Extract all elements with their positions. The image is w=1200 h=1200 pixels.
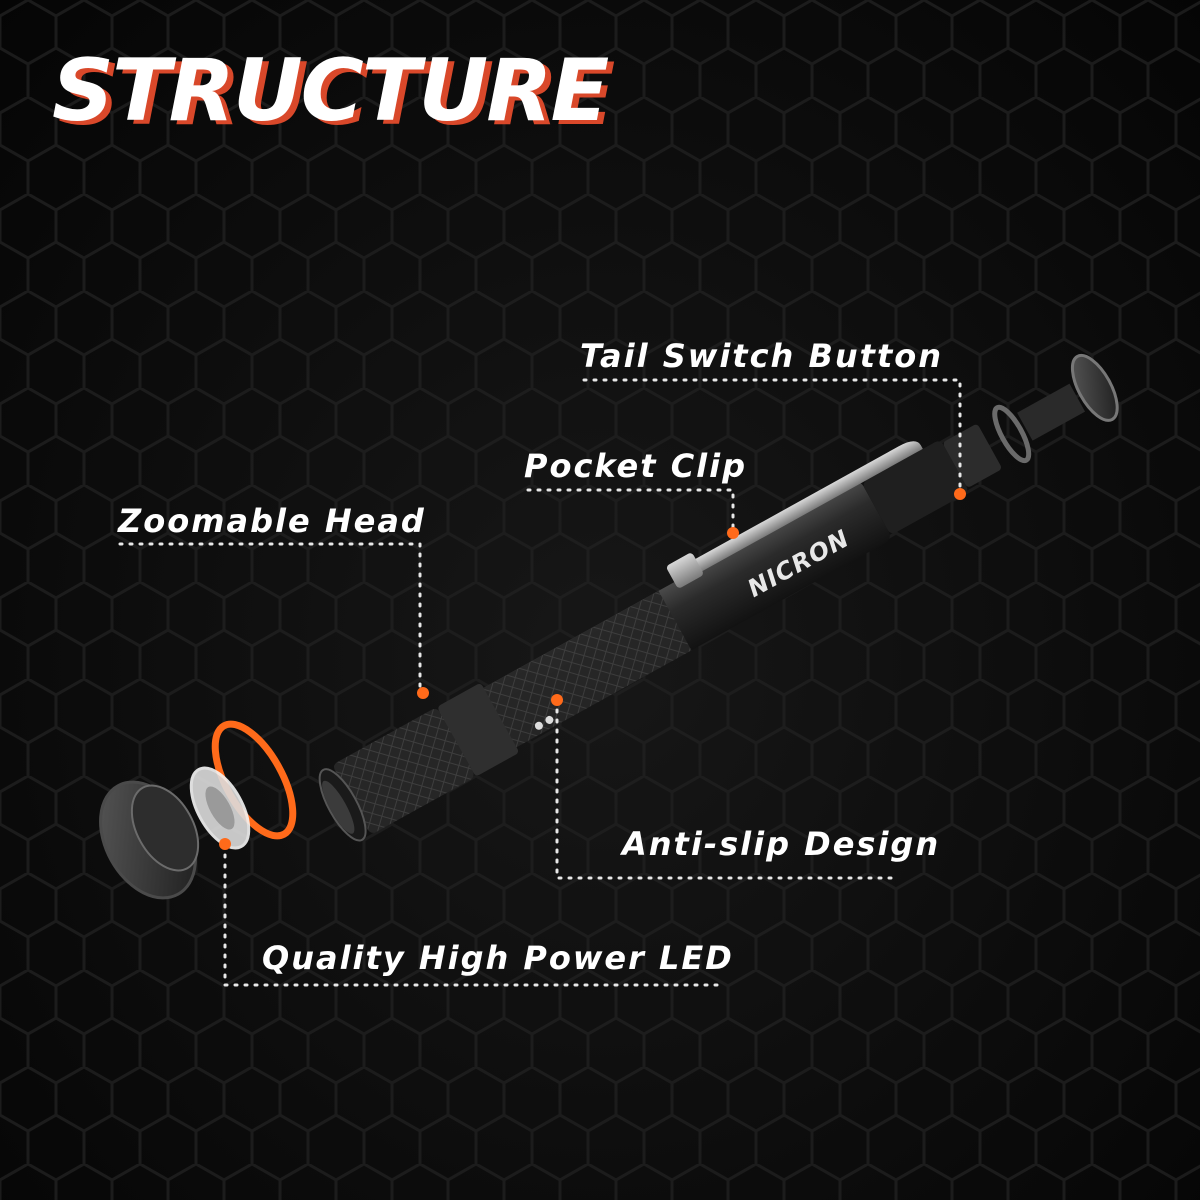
anti-slip-leader [555,698,897,880]
anti-slip-marker [551,694,563,706]
pocket-clip-leader [526,488,735,532]
tail-switch-leader [582,378,962,494]
callout-pocket-clip: Pocket Clip [524,447,748,485]
callout-tail-switch: Tail Switch Button [580,337,943,375]
tail-switch-marker [954,488,966,500]
bezel-cap [99,780,200,900]
zoomable-head-marker [417,687,429,699]
led-leader [223,843,727,987]
callout-anti-slip: Anti-slip Design [622,825,941,863]
pocket-clip-marker [727,527,739,539]
flashlight-body: NICRON [318,353,1119,842]
led-marker [219,838,231,850]
zoomable-head-leader [118,542,422,692]
callout-zoomable-head: Zoomable Head [118,502,426,540]
page-title: STRUCTURE [52,41,609,141]
callout-led: Quality High Power LED [262,939,734,977]
